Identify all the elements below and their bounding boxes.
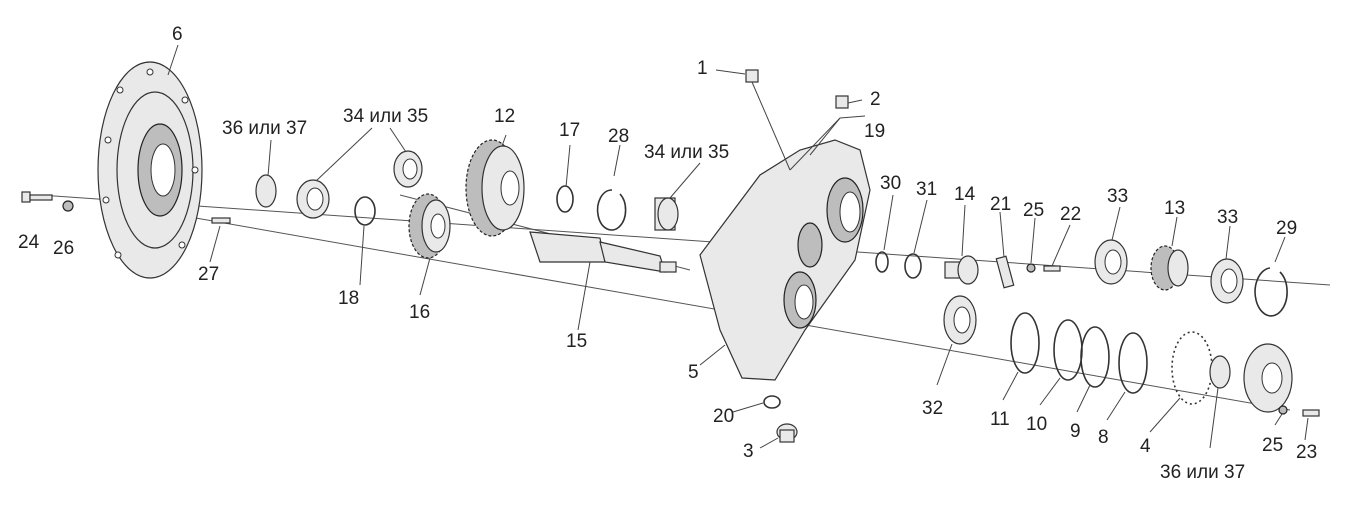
ring-18-part	[354, 196, 376, 226]
label-6: 6	[172, 24, 183, 45]
seal-36-37-right-part	[1209, 355, 1231, 389]
label-4: 4	[1140, 436, 1151, 457]
ring-31-part	[904, 253, 922, 279]
label-34-35-left: 34 или 35	[343, 106, 428, 127]
label-36-37-left: 36 или 37	[222, 118, 307, 139]
seal-36-37-part	[255, 174, 277, 208]
gear-12-part	[465, 139, 525, 237]
label-22: 22	[1060, 204, 1081, 225]
gear-13-part	[1150, 245, 1189, 291]
shaft-15-part	[529, 231, 677, 273]
label-2: 2	[870, 89, 881, 110]
label-12: 12	[494, 106, 515, 127]
plug-2-part	[835, 95, 849, 109]
bolt-24-part	[21, 191, 53, 203]
cap-14-part	[944, 255, 979, 285]
label-1: 1	[697, 58, 708, 79]
label-10: 10	[1026, 414, 1047, 435]
circlip-29-part	[1254, 267, 1288, 317]
label-29: 29	[1276, 218, 1297, 239]
label-20: 20	[713, 406, 734, 427]
label-11: 11	[990, 409, 1010, 430]
label-23: 23	[1296, 442, 1317, 463]
breather-1-part	[745, 69, 791, 171]
label-18: 18	[338, 288, 359, 309]
cover-right-part	[1243, 343, 1293, 413]
part-labels: 1 2 19 6 36 или 37 34 или 35 12 17 28 34…	[18, 24, 1317, 483]
label-25-upper: 25	[1023, 200, 1044, 221]
label-13: 13	[1164, 198, 1185, 219]
housing-5-part	[699, 139, 871, 381]
ring-11-part	[1010, 312, 1040, 374]
flange-disc-part	[97, 61, 203, 279]
leader-lines	[167, 44, 1309, 449]
label-3: 3	[743, 441, 754, 462]
ring-30-part	[875, 251, 889, 273]
bearing-34-35-right-part	[654, 197, 679, 231]
label-9: 9	[1070, 421, 1081, 442]
label-33-left: 33	[1107, 186, 1128, 207]
ring-20-part	[763, 395, 781, 409]
gear-16-part	[408, 193, 451, 259]
ring-8-part	[1118, 332, 1148, 394]
plate-21-part	[995, 255, 1015, 289]
label-14: 14	[954, 184, 976, 205]
label-17: 17	[559, 120, 580, 141]
label-28: 28	[608, 126, 629, 147]
drain-plug-3-part	[776, 423, 798, 443]
ring-17-part	[556, 185, 574, 213]
label-30: 30	[880, 173, 901, 194]
label-32: 32	[922, 398, 943, 419]
washer-25-lower-part	[1278, 405, 1288, 415]
pin-27-part	[211, 217, 231, 224]
label-8: 8	[1098, 427, 1109, 448]
circlip-28-part	[596, 189, 627, 231]
label-25-lower: 25	[1262, 435, 1283, 456]
ring-9-part	[1080, 326, 1110, 388]
bolt-23-part	[1302, 409, 1320, 417]
label-5: 5	[688, 362, 699, 383]
bolt-22-part	[1043, 265, 1061, 272]
washer-25-upper-part	[1026, 263, 1036, 273]
label-36-37-right: 36 или 37	[1160, 462, 1245, 483]
label-27: 27	[198, 264, 219, 285]
label-21: 21	[990, 194, 1011, 215]
label-16: 16	[409, 302, 430, 323]
label-26: 26	[53, 238, 74, 259]
label-24: 24	[18, 232, 40, 253]
label-15: 15	[566, 331, 587, 352]
washer-26-part	[62, 200, 74, 212]
label-19: 19	[864, 121, 885, 142]
label-34-35-right: 34 или 35	[644, 142, 729, 163]
assembly-axes	[39, 194, 1331, 411]
label-33-right: 33	[1217, 207, 1238, 228]
label-31: 31	[916, 179, 937, 200]
